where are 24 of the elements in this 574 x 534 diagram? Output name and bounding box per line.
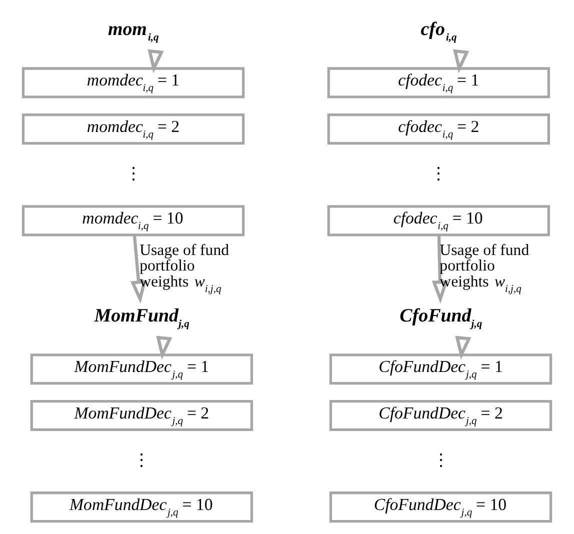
- edge-label: Usage of fund portfolio weights w$_{i,j,q}$: [440, 242, 530, 295]
- node-box: CfoFundDec$_{j,q}$ = 1: [329, 354, 552, 385]
- label: ⋮: [430, 164, 448, 183]
- node-box: CfoFundDec$_{j,q}$ = 2: [329, 400, 552, 432]
- arrow: [130, 234, 147, 304]
- arrow: [432, 234, 448, 304]
- node-box: MomFundDec$_{j,q}$ = 1: [30, 354, 254, 385]
- edge-label: Usage of fund portfolio weights w$_{i,j,q}$: [140, 242, 229, 295]
- node-box: cfodec$_{i,q}$ = 1: [327, 67, 550, 98]
- node-text: cfo$_{i,q}$: [420, 19, 457, 44]
- label: ⋮: [432, 450, 450, 470]
- label: ⋮: [133, 450, 150, 470]
- node-box: CfoFundDec$_{j,q}$ = 10: [329, 492, 552, 523]
- node-box: momdec$_{i,q}$ = 2: [22, 114, 245, 145]
- node-box: momdec$_{i,q}$ = 1: [22, 67, 245, 98]
- node-text: MomFund$_{j,q}$: [94, 306, 190, 330]
- node-box: cfodec$_{i,q}$ = 2: [327, 114, 550, 145]
- node-box: MomFundDec$_{j,q}$ = 2: [30, 400, 254, 432]
- node-text: CfoFund$_{j,q}$: [400, 306, 482, 330]
- node-box: cfodec$_{i,q}$ = 10: [327, 205, 550, 236]
- node-text: mom$_{i,q}$: [108, 19, 159, 44]
- node-box: momdec$_{i,q}$ = 10: [22, 205, 245, 236]
- node-box: MomFundDec$_{j,q}$ = 10: [30, 492, 254, 523]
- label: ⋮: [124, 164, 142, 183]
